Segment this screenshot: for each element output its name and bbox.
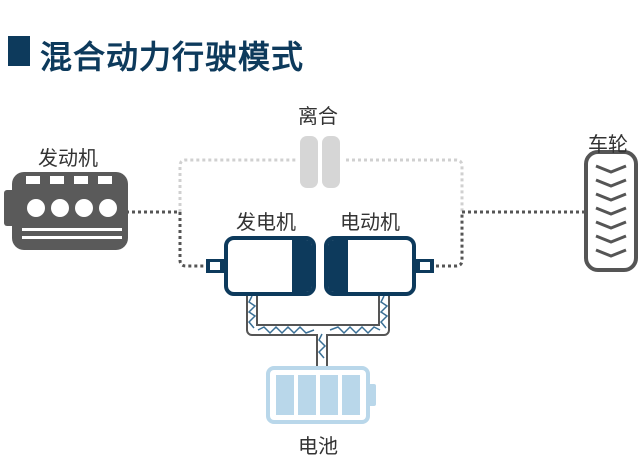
- motor-label: 电动机: [340, 210, 400, 234]
- page-title: 混合动力行驶模式: [40, 38, 305, 76]
- battery-icon: [266, 366, 376, 424]
- battery-cell: [320, 375, 338, 415]
- battery-cell: [342, 375, 360, 415]
- clutch-icon: [300, 136, 340, 188]
- wheel-icon: [584, 150, 638, 272]
- clutch-label: 离合: [298, 104, 338, 128]
- electric-spark-lines: [247, 295, 389, 359]
- engine-icon: [4, 172, 128, 250]
- motor-icon: [324, 236, 434, 296]
- wheel-label: 车轮: [588, 132, 628, 156]
- engine-label: 发动机: [38, 146, 98, 170]
- battery-cell: [276, 375, 294, 415]
- battery-cell: [298, 375, 316, 415]
- clutch-path-inactive: [178, 158, 464, 212]
- battery-label: 电池: [298, 434, 338, 458]
- title-marker: [8, 36, 30, 66]
- active-dotted-links: [126, 210, 590, 268]
- generator-icon: [206, 236, 316, 296]
- generator-label: 发电机: [236, 210, 296, 234]
